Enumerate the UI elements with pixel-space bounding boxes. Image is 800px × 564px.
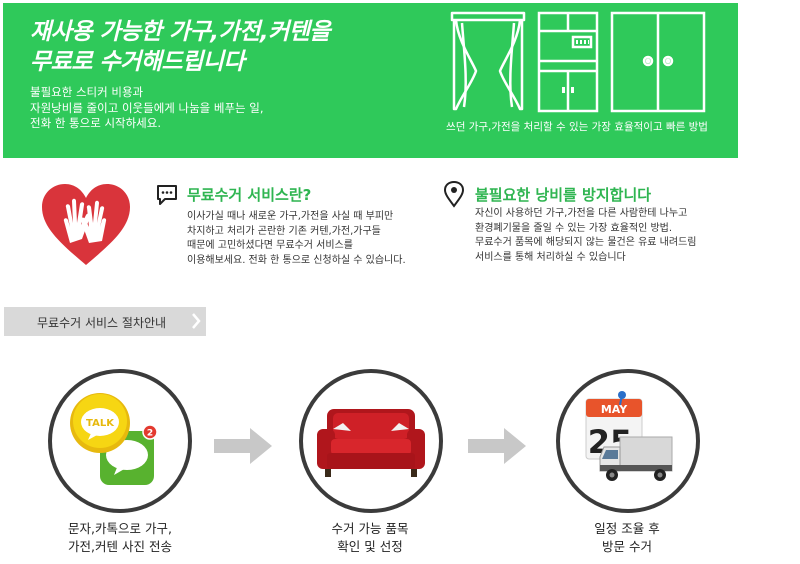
step-1-label: 문자,카톡으로 가구, 가전,커텐 사진 전송 xyxy=(20,520,220,556)
banner-title-line: 무료로 수거해드립니다 xyxy=(30,49,245,75)
message-badge-count: 2 xyxy=(147,429,153,439)
waste-description-line: 무료수거 품목에 해당되지 않는 물건은 유료 내려드림 xyxy=(475,237,697,248)
waste-title: 불필요한 낭비를 방지합니다 xyxy=(475,186,652,204)
service-description: 이사가실 때나 새로운 가구,가전을 사실 때 부피만 차지하고 처리가 곤란한… xyxy=(187,210,406,268)
waste-description-line: 환경폐기물을 줄일 수 있는 가장 효율적인 방법. xyxy=(475,222,673,234)
procedure-tab[interactable]: 무료수거 서비스 절차안내 xyxy=(4,307,206,336)
banner-desc-line: 전화 한 통으로 시작하세요. xyxy=(30,116,162,130)
arrow-right-icon xyxy=(468,428,526,464)
step-messaging-circle: 2 TALK xyxy=(48,369,192,513)
step-2-label-line: 수거 가능 품목 xyxy=(331,521,409,536)
banner-desc-line: 자원낭비를 줄이고 이웃들에게 나눔을 베푸는 일, xyxy=(30,100,264,115)
waste-description-line: 서비스를 통해 처리하실 수 있습니다 xyxy=(475,251,626,263)
speech-bubble-icon xyxy=(157,185,177,205)
step-3-label-line: 일정 조율 후 xyxy=(594,521,660,536)
curtain-icon xyxy=(450,11,526,111)
calendar-truck-icon: MAY 25 xyxy=(585,391,673,481)
step-1-label-line: 가전,커텐 사진 전송 xyxy=(68,539,172,554)
step-1-label-line: 문자,카톡으로 가구, xyxy=(68,521,172,536)
step-sofa-circle xyxy=(299,369,443,513)
sofa-icon xyxy=(317,409,425,477)
waste-description: 자신이 사용하던 가구,가전을 다른 사람한테 나누고 환경폐기물을 줄일 수 … xyxy=(475,207,696,265)
cupboard-icon xyxy=(537,11,599,113)
arrow-right-icon xyxy=(214,428,272,464)
step-3-label: 일정 조율 후 방문 수거 xyxy=(527,520,727,556)
calendar-month: MAY xyxy=(601,403,628,416)
location-pin-icon xyxy=(443,180,465,208)
waste-description-line: 자신이 사용하던 가구,가전을 다른 사람한테 나누고 xyxy=(475,208,688,219)
service-description-line: 차지하고 처리가 곤란한 기존 커텐,가전,가구들 xyxy=(187,225,381,237)
wardrobe-icon xyxy=(610,11,706,113)
service-description-line: 때문에 고민하셨다면 무료수거 서비스를 xyxy=(187,240,353,251)
step-2-label-line: 확인 및 선정 xyxy=(337,539,403,554)
step-pickup-circle: MAY 25 xyxy=(556,369,700,513)
messaging-apps-icon: 2 TALK xyxy=(70,393,158,485)
service-description-line: 이사가실 때나 새로운 가구,가전을 사실 때 부피만 xyxy=(187,211,394,222)
step-2-label: 수거 가능 품목 확인 및 선정 xyxy=(270,520,470,556)
helping-hands-heart-icon xyxy=(42,184,130,265)
service-description-line: 이용해보세요. 전화 한 통으로 신청하실 수 있습니다. xyxy=(187,254,406,266)
service-title: 무료수거 서비스란? xyxy=(187,186,312,204)
talk-label: TALK xyxy=(86,418,115,429)
banner-title-line: 재사용 가능한 가구,가전,커텐을 xyxy=(30,19,331,45)
banner-title: 재사용 가능한 가구,가전,커텐을 무료로 수거해드립니다 xyxy=(30,17,331,77)
banner-desc-line: 불필요한 스티커 비용과 xyxy=(30,85,144,99)
banner-description: 불필요한 스티커 비용과 자원낭비를 줄이고 이웃들에게 나눔을 베푸는 일, … xyxy=(30,85,264,132)
hero-banner: 재사용 가능한 가구,가전,커텐을 무료로 수거해드립니다 불필요한 스티커 비… xyxy=(3,3,738,158)
procedure-tab-label: 무료수거 서비스 절차안내 xyxy=(37,316,167,330)
step-3-label-line: 방문 수거 xyxy=(602,539,652,554)
chevron-right-icon xyxy=(192,313,201,329)
banner-caption: 쓰던 가구,가전을 처리할 수 있는 가장 효율적이고 빠른 방법 xyxy=(446,121,708,133)
